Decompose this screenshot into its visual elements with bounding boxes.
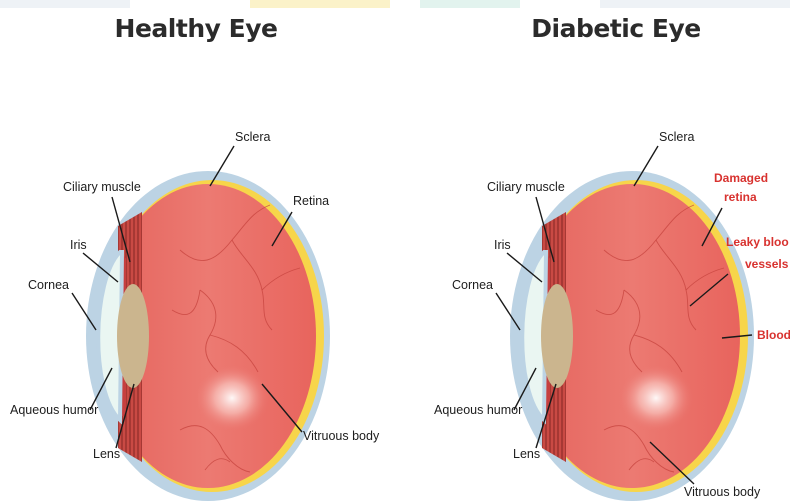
iris-label: Iris bbox=[70, 238, 87, 252]
leaky-vessels-label: vessels bbox=[745, 257, 789, 271]
diabetic-eye bbox=[510, 171, 754, 501]
damaged-retina-label: Damaged bbox=[714, 171, 768, 185]
aqueous-humor-label: Aqueous humor bbox=[434, 403, 522, 417]
sclera-label: Sclera bbox=[235, 130, 270, 144]
damaged-retina-label: retina bbox=[724, 190, 757, 204]
cornea-label: Cornea bbox=[28, 278, 69, 292]
vitreous-body-label: Vitruous body bbox=[303, 429, 380, 443]
lens-label: Lens bbox=[513, 447, 540, 461]
healthy-eye bbox=[86, 171, 330, 501]
retina-label: Retina bbox=[293, 194, 329, 208]
blood-label: Blood bbox=[757, 328, 790, 342]
ciliary-muscle-label: Ciliary muscle bbox=[487, 180, 565, 194]
lens-label: Lens bbox=[93, 447, 120, 461]
macula-highlight bbox=[618, 364, 694, 432]
ciliary-muscle-label: Ciliary muscle bbox=[63, 180, 141, 194]
lens bbox=[541, 284, 573, 388]
lens bbox=[117, 284, 149, 388]
sclera-label: Sclera bbox=[659, 130, 694, 144]
macula-highlight bbox=[194, 364, 270, 432]
cornea-label: Cornea bbox=[452, 278, 493, 292]
leaky-vessels-label: Leaky bloo bbox=[726, 235, 789, 249]
vitreous-body-label: Vitruous body bbox=[684, 485, 761, 499]
iris-label: Iris bbox=[494, 238, 511, 252]
aqueous-humor-label: Aqueous humor bbox=[10, 403, 98, 417]
